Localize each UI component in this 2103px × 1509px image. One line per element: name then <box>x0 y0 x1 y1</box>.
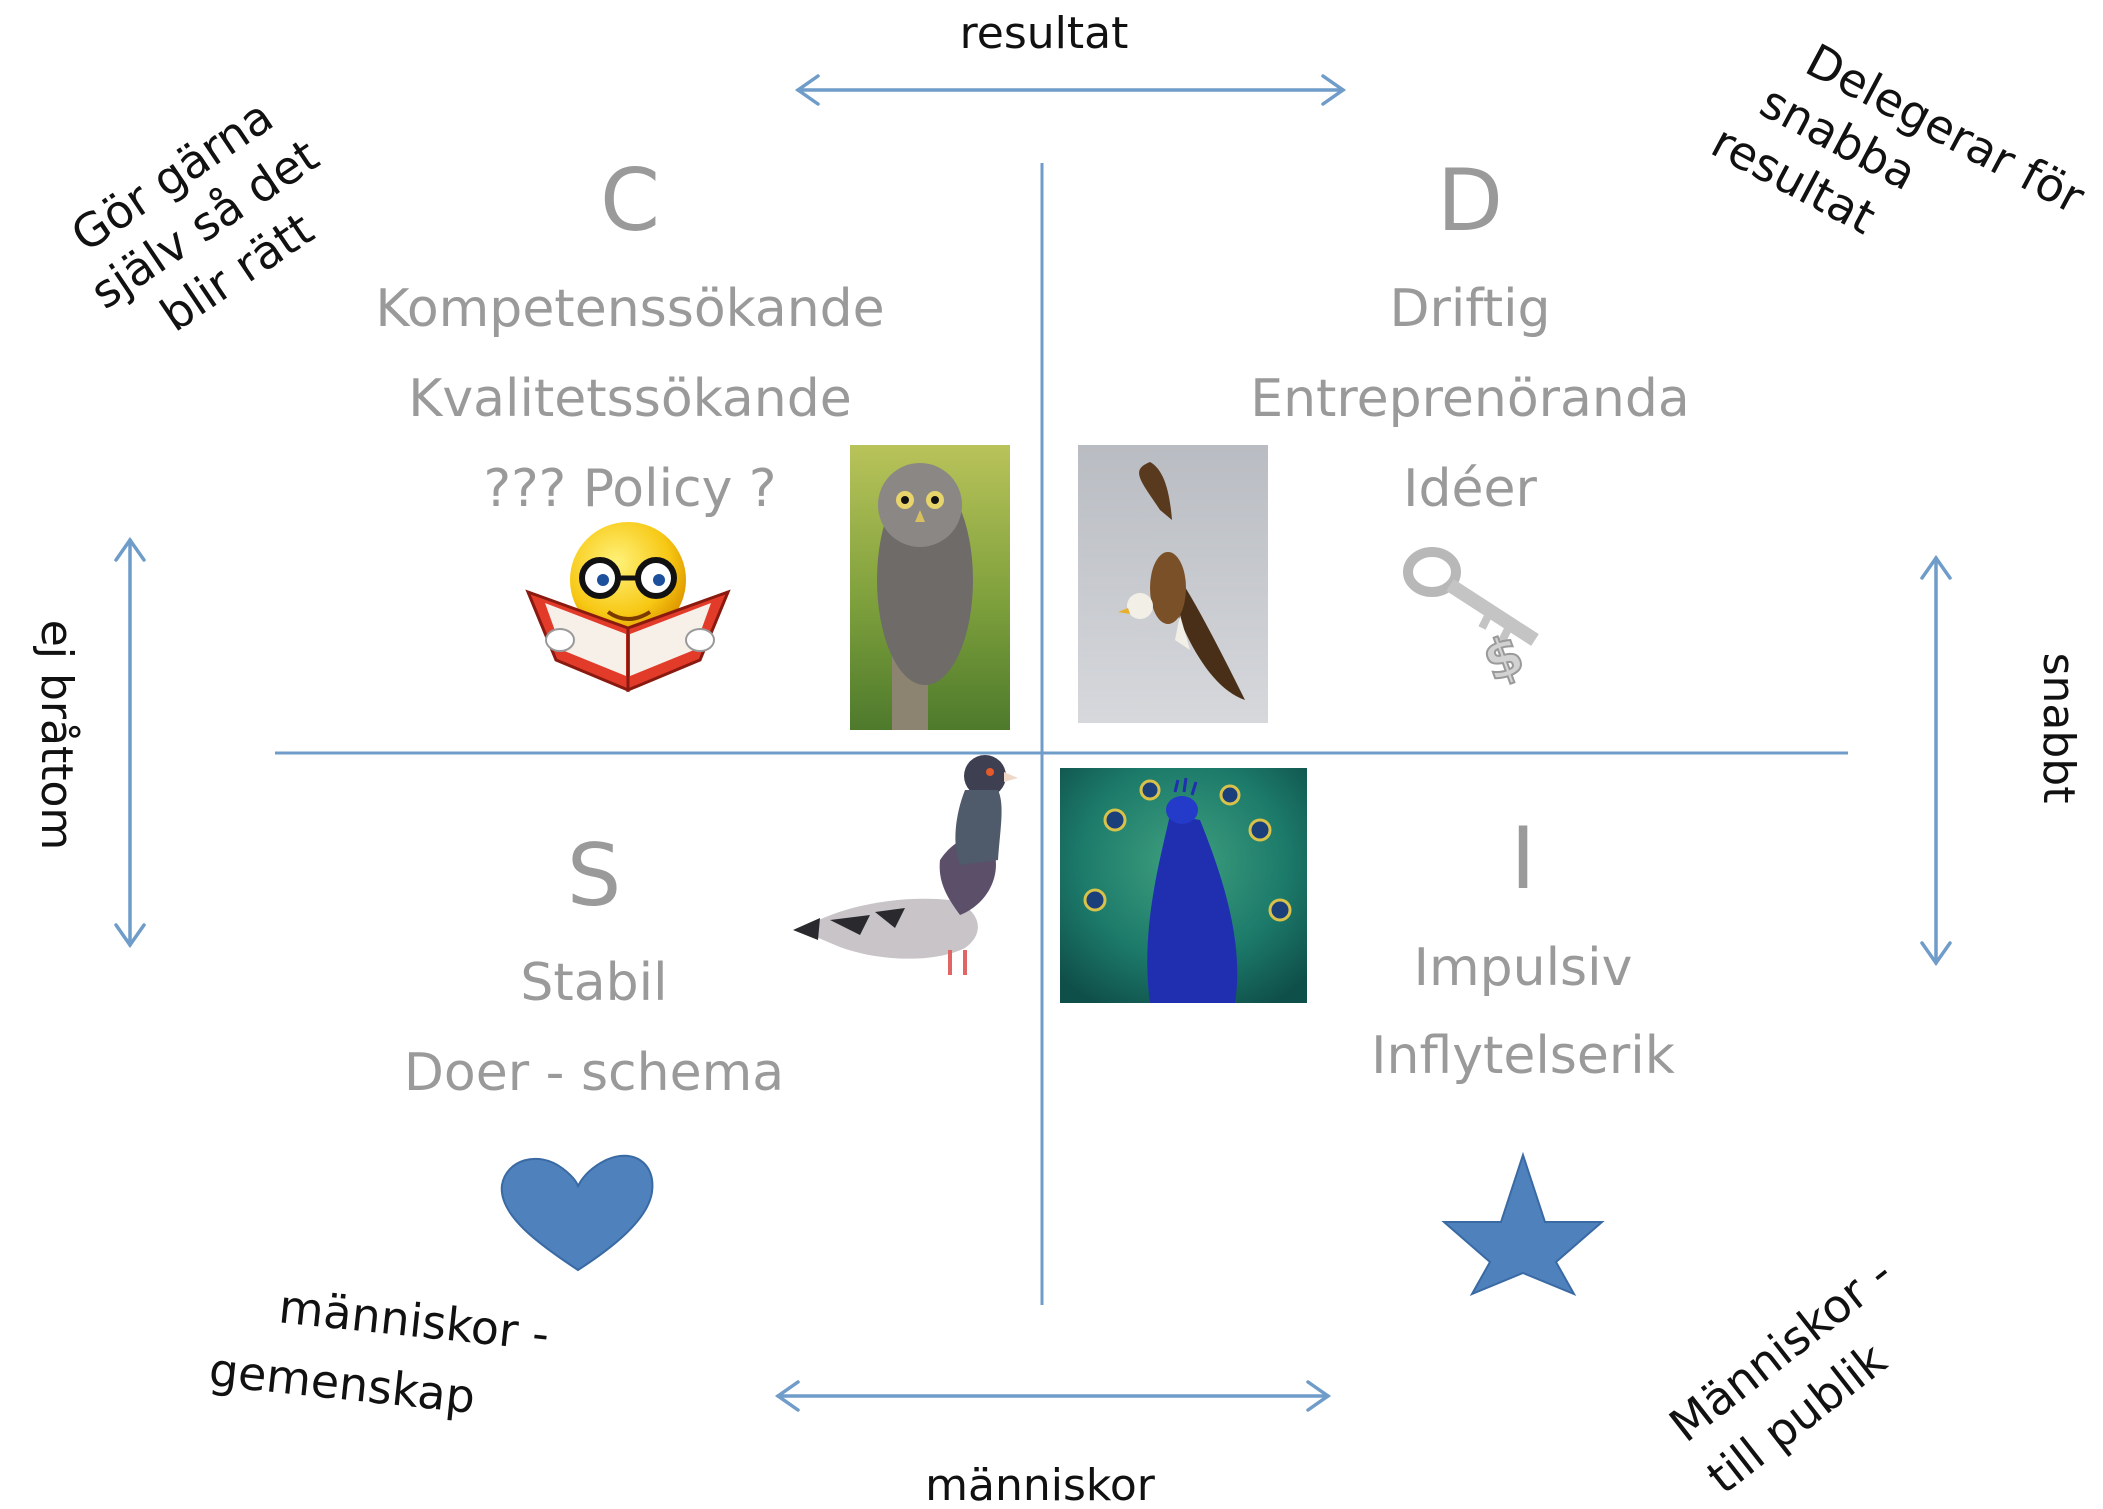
quadrant-s: S Stabil Doer - schema <box>404 826 784 1103</box>
reading-smiley-icon <box>525 522 731 693</box>
quadrant-s-letter: S <box>567 826 622 926</box>
quadrant-s-trait: Doer - schema <box>404 1043 784 1103</box>
quadrant-c-trait: Kvalitetssökande <box>408 369 851 429</box>
peacock-photo <box>1060 768 1307 1003</box>
axis-label-right: snabbt <box>2033 653 2084 804</box>
quadrant-i: I Impulsiv Inflytelserik <box>1371 809 1675 1086</box>
svg-text:gemenskap: gemenskap <box>207 1342 478 1424</box>
quadrant-d-trait: Entreprenöranda <box>1250 369 1690 429</box>
bottom-double-arrow <box>774 1380 1332 1412</box>
quadrant-i-trait: Impulsiv <box>1414 938 1633 998</box>
quadrant-d-letter: D <box>1437 151 1503 251</box>
quadrant-i-letter: I <box>1510 809 1535 909</box>
quadrant-i-trait: Inflytelserik <box>1371 1026 1675 1086</box>
corner-note-top-left: Gör gärna själv så det blir rätt <box>61 89 328 342</box>
axis-label-top: resultat <box>960 8 1129 59</box>
axis-label-bottom: människor <box>925 1460 1156 1509</box>
corner-note-bottom-left: människor - gemenskap <box>207 1279 552 1424</box>
quadrant-d-trait: Driftig <box>1389 279 1550 339</box>
quadrant-d: D Driftig Entreprenöranda Idéer <box>1250 151 1690 519</box>
left-double-arrow <box>114 536 146 949</box>
quadrant-c: C Kompetenssökande Kvalitetssökande ??? … <box>375 151 884 519</box>
quadrant-c-letter: C <box>600 151 660 251</box>
owl-photo <box>850 445 1010 730</box>
quadrant-c-trait: Kompetenssökande <box>375 279 884 339</box>
pigeon-photo <box>793 755 1018 975</box>
axis-label-left: ej bråttom <box>31 620 82 851</box>
eagle-photo <box>1078 445 1268 723</box>
star-icon <box>1441 1151 1605 1297</box>
heart-icon <box>500 1154 654 1272</box>
quadrant-s-trait: Stabil <box>520 953 667 1013</box>
right-double-arrow <box>1920 554 1952 967</box>
key-dollar-icon: $ <box>1403 547 1539 695</box>
quadrant-c-trait: ??? Policy ? <box>483 459 776 519</box>
top-double-arrow <box>794 74 1347 106</box>
quadrant-d-trait: Idéer <box>1403 459 1537 519</box>
svg-text:människor -: människor - <box>276 1279 551 1361</box>
corner-note-bottom-right: Människor - till publik <box>1659 1246 1902 1504</box>
corner-note-top-right: Delegerar för snabba resultat <box>1703 33 2093 245</box>
